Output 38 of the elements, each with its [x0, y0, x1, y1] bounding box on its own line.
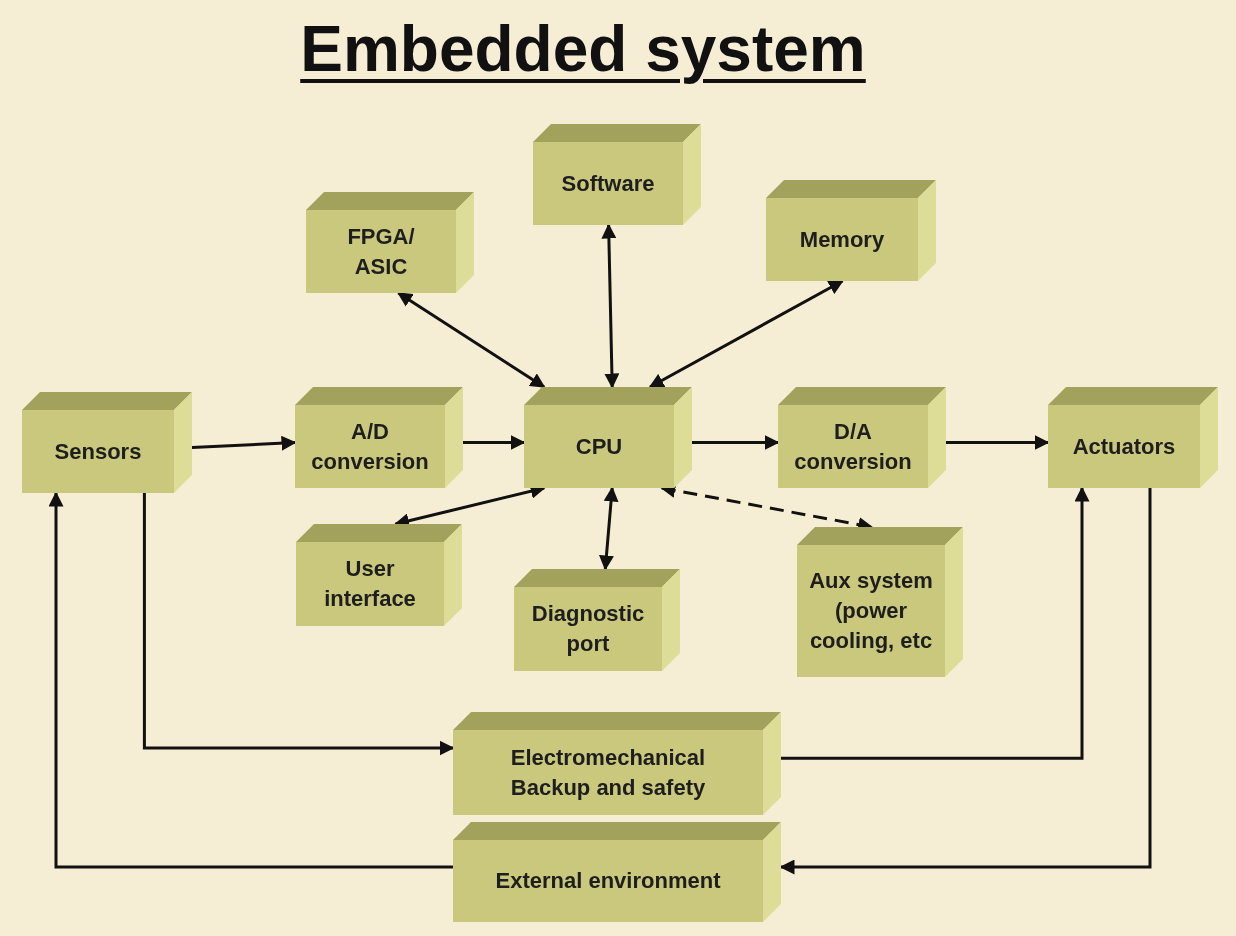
arrow	[463, 435, 526, 451]
block-label: FPGA/ ASIC	[346, 222, 416, 281]
block-box	[778, 387, 946, 488]
arrow	[601, 223, 620, 389]
arrow	[692, 435, 780, 451]
block-box	[296, 524, 462, 626]
block-label: Memory	[799, 225, 885, 254]
block-box	[453, 712, 781, 815]
title: Embedded system	[300, 13, 866, 85]
block-label: Diagnostic port	[530, 600, 646, 658]
block-box	[295, 387, 463, 488]
block-box	[22, 392, 192, 493]
block-label: Sensors	[54, 437, 142, 466]
block-box	[514, 569, 680, 671]
block-box	[766, 180, 936, 281]
block-box	[1048, 387, 1218, 488]
block-box	[453, 822, 781, 922]
arrow	[781, 486, 1090, 760]
arrow	[648, 279, 844, 389]
arrow	[598, 486, 619, 571]
block-label: External environment	[495, 867, 721, 896]
block-label: CPU	[575, 432, 623, 461]
arrow	[191, 435, 297, 451]
block-box	[533, 124, 701, 225]
block-box	[306, 192, 474, 293]
block-label: Electromechanical Backup and safety	[509, 743, 707, 802]
arrow	[48, 491, 453, 869]
arrow	[397, 291, 546, 389]
block-label: D/A conversion	[793, 417, 913, 476]
arrow	[142, 493, 455, 756]
block-box	[524, 387, 692, 488]
block-label: Software	[561, 169, 655, 198]
block-label: User interface	[323, 555, 417, 613]
block-box	[797, 527, 963, 677]
block-label: Aux system (power cooling, etc	[808, 567, 934, 655]
arrow	[946, 435, 1050, 451]
block-label: A/D conversion	[310, 417, 430, 476]
block-label: Actuators	[1072, 432, 1176, 461]
